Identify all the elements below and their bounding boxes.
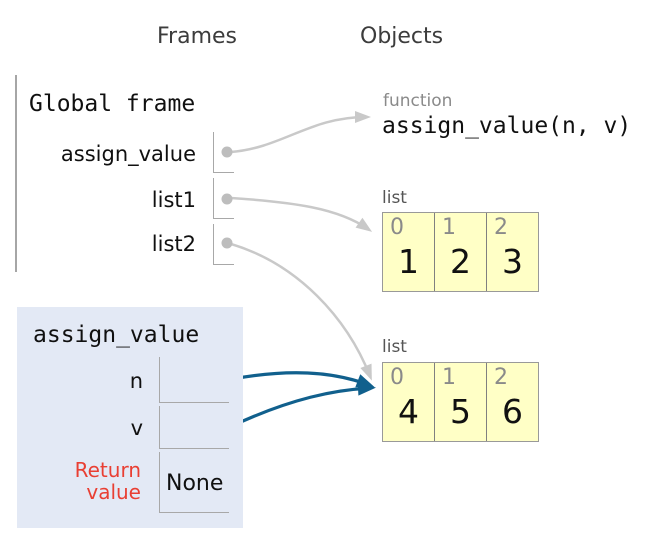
list-cell-value: 6: [502, 392, 523, 431]
return-label-line1: Return: [74, 458, 141, 482]
list-cell: 1 5: [435, 363, 487, 441]
value-slot-n: [159, 357, 229, 403]
list-object-2-type-label: list: [382, 337, 407, 357]
frames-column-header: Frames: [156, 24, 237, 49]
local-variable-n: n: [129, 369, 143, 393]
global-variable-list2: list2: [151, 232, 196, 256]
list-cell-value: 4: [398, 392, 419, 431]
pointer-arrow-v-to-list-object-2: [231, 381, 376, 428]
list-cell-index: 1: [442, 365, 456, 390]
global-frame-border: [15, 75, 17, 272]
return-label-line2: value: [86, 480, 141, 504]
list-object-2: 0 4 1 5 2 6: [382, 362, 539, 442]
pointer-arrow-list2-to-list-object-2: [230, 242, 372, 381]
global-frame-title: Global frame: [29, 91, 196, 117]
pointer-arrow-list1-to-list-object-1: [230, 196, 373, 232]
value-slot-v: [159, 406, 229, 449]
list-cell-index: 0: [390, 215, 404, 240]
list-cell: 1 2: [435, 213, 487, 291]
local-variable-v: v: [130, 416, 143, 440]
return-value: None: [166, 471, 224, 496]
list-cell-index: 2: [494, 365, 508, 390]
list-cell: 2 3: [487, 213, 538, 291]
global-variable-assign-value: assign_value: [60, 142, 196, 166]
pointer-arrow-n-to-list-object-2: [231, 371, 375, 388]
local-frame-assign-value: [17, 307, 243, 528]
function-signature: assign_value(n, v): [382, 113, 632, 139]
list-cell: 2 6: [487, 363, 538, 441]
local-frame-title: assign_value: [33, 322, 200, 348]
list-cell-index: 1: [442, 215, 456, 240]
list-cell-value: 2: [450, 242, 471, 281]
list-cell-value: 5: [450, 392, 471, 431]
value-slot-return: [159, 452, 229, 513]
list-cell-index: 0: [390, 365, 404, 390]
list-object-1: 0 1 1 2 2 3: [382, 212, 539, 292]
list-cell-index: 2: [494, 215, 508, 240]
list-cell: 0 1: [383, 213, 435, 291]
list-cell-value: 3: [502, 242, 523, 281]
global-variable-list1: list1: [151, 188, 196, 212]
value-slot-assign-value: [213, 132, 234, 173]
list-cell: 0 4: [383, 363, 435, 441]
list-object-1-type-label: list: [382, 188, 407, 208]
value-slot-list1: [213, 178, 234, 219]
return-value-label: Return value: [40, 459, 141, 503]
objects-column-header: Objects: [360, 24, 444, 49]
function-type-label: function: [383, 91, 453, 111]
value-slot-list2: [213, 224, 234, 265]
pointer-arrow-assign-value-to-function: [230, 111, 371, 154]
list-cell-value: 1: [398, 242, 419, 281]
